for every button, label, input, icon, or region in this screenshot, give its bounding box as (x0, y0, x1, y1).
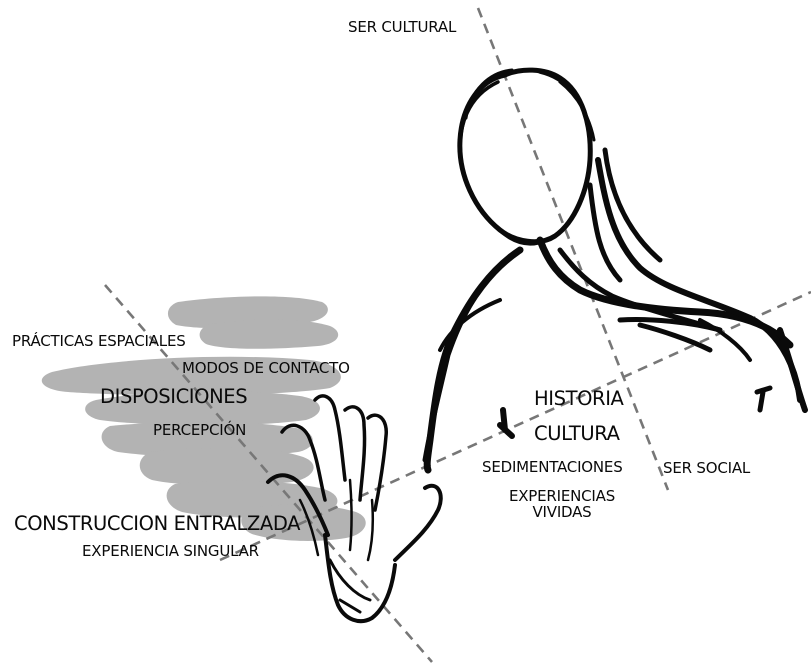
label-experiencia-singular: EXPERIENCIA SINGULAR (82, 542, 259, 560)
label-cultura: CULTURA (534, 422, 620, 445)
label-percepcion: PERCEPCIÓN (153, 421, 247, 439)
axis-ser-cultural-to-ser-social (476, 7, 670, 491)
label-experiencias: EXPERIENCIAS (508, 487, 616, 505)
label-ser-cultural: SER CULTURAL (348, 18, 457, 36)
label-vividas: VIVIDAS (532, 503, 592, 521)
label-construccion-entralzada: CONSTRUCCION ENTRALZADA (14, 512, 301, 535)
label-disposiciones: DISPOSICIONES (100, 385, 248, 408)
gray-wash-strokes (41, 296, 366, 541)
label-ser-social: SER SOCIAL (663, 459, 751, 477)
label-sedimentaciones: SEDIMENTACIONES (482, 458, 623, 476)
label-modos-de-contacto: MODOS DE CONTACTO (182, 359, 350, 377)
label-practicas-espaciales: PRÁCTICAS ESPACIALES (12, 332, 186, 350)
label-historia: HISTORIA (534, 387, 624, 410)
axis-hand-diagonal (104, 284, 433, 663)
human-figure-sketch (422, 67, 808, 474)
raised-hand-sketch (266, 394, 443, 624)
